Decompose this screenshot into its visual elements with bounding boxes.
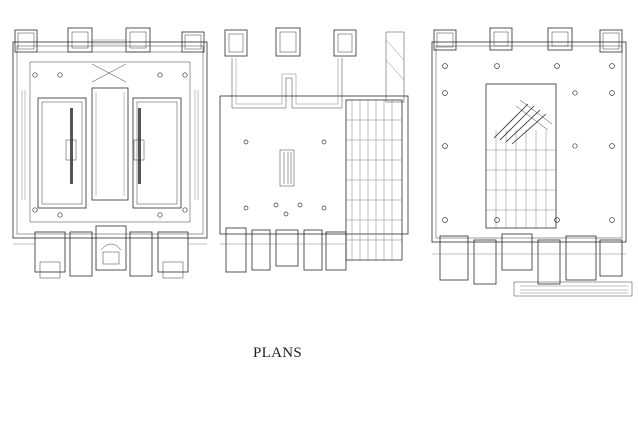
plan-left (12, 27, 208, 279)
caption-plans: PLANS (253, 345, 303, 361)
plan-right (431, 27, 633, 297)
plan-middle (219, 27, 409, 273)
